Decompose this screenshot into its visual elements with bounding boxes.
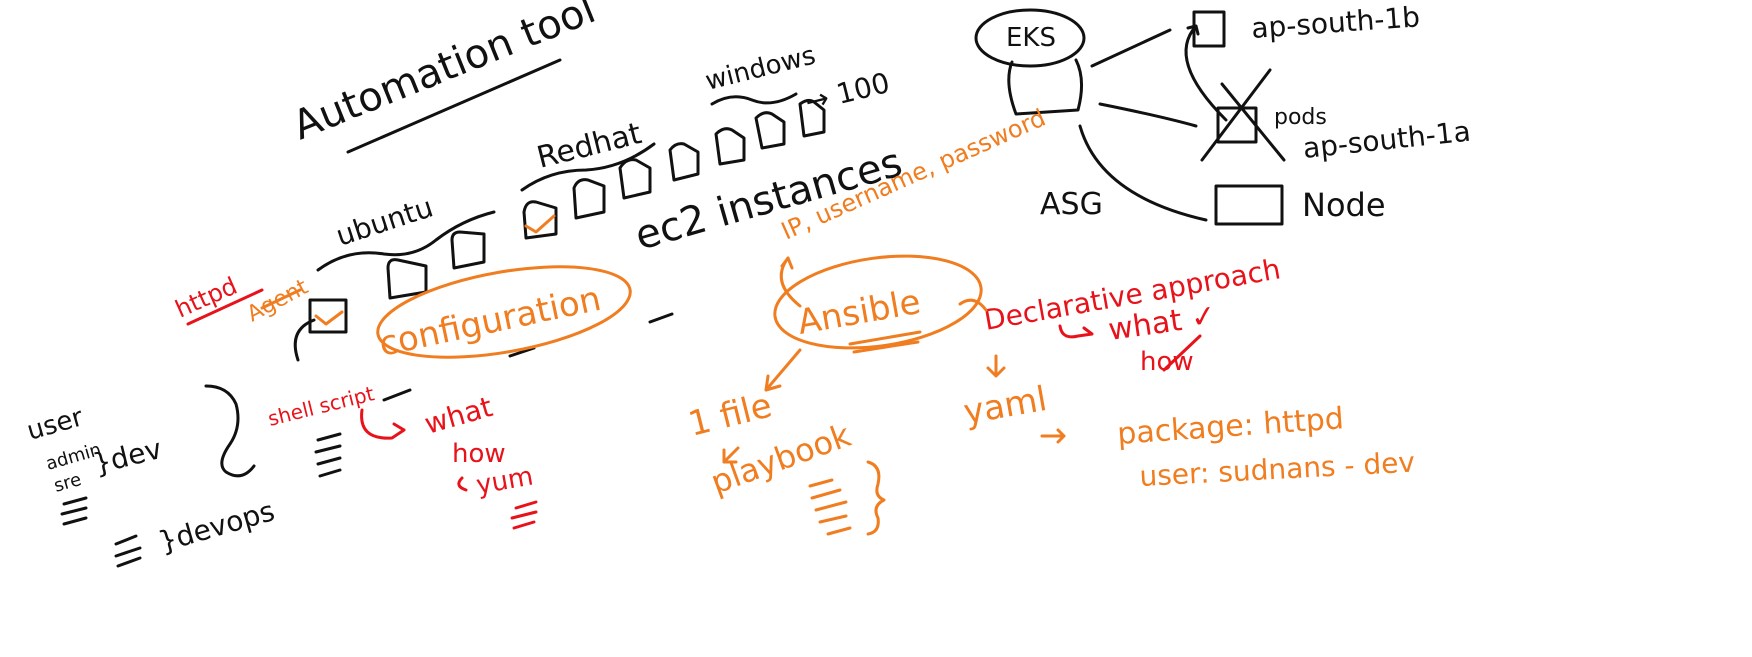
az-1b-label: ap-south-1b <box>1250 0 1421 45</box>
instance-icon <box>798 98 826 138</box>
automation-tool-heading: Automation tool <box>287 0 602 149</box>
team-brace <box>204 384 256 478</box>
link-to-az-1b <box>1090 28 1172 68</box>
shell-script-label: shell script <box>265 381 376 431</box>
yaml-arrow <box>1040 428 1066 444</box>
az-arrow <box>1184 24 1228 122</box>
redhat-brace <box>520 142 656 192</box>
server-connector <box>293 318 316 362</box>
windows-brace <box>710 92 798 106</box>
eks-control-plane <box>1007 58 1083 116</box>
pods-label: pods <box>1274 105 1327 130</box>
instance-icon <box>754 111 786 150</box>
node-box <box>1214 184 1284 226</box>
dev-label: }dev <box>90 432 165 481</box>
user-label: user <box>24 402 87 447</box>
instance-icon <box>618 158 652 200</box>
eks-circle <box>974 8 1086 68</box>
ansible-to-file-arrow <box>764 348 802 392</box>
configuration-oval <box>376 265 632 359</box>
node-label: Node <box>1302 186 1386 224</box>
ubuntu-label: ubuntu <box>332 190 437 252</box>
how-strike <box>1162 334 1202 372</box>
playbook-brace <box>866 460 886 536</box>
agent-strike <box>260 288 302 310</box>
redhat-label: Redhat <box>533 116 645 176</box>
what-label: what <box>421 390 496 441</box>
ec2-instance-icons <box>293 98 826 362</box>
configuration-label: configuration <box>376 279 605 365</box>
az-1a-label: ap-south-1a <box>1301 115 1472 165</box>
how-label: how <box>452 439 506 469</box>
instance-icon <box>668 142 700 182</box>
agent-check <box>314 310 344 326</box>
roles-lines <box>60 496 88 526</box>
instance-icon <box>572 178 606 220</box>
playbook-lines <box>808 478 852 536</box>
ubuntu-brace <box>316 210 496 272</box>
link-to-node <box>1078 124 1208 222</box>
declarative-arrow <box>1058 324 1094 339</box>
instance-icon <box>386 258 428 300</box>
devops-label: }devops <box>155 494 278 558</box>
yum-arrow <box>457 476 468 492</box>
yaml-label: yaml <box>961 379 1050 433</box>
ansible-to-declarative <box>958 298 988 312</box>
count-100: → 100 <box>802 66 893 119</box>
heading-underline <box>346 58 562 154</box>
httpd-underline <box>186 288 264 326</box>
scattered-dashes <box>314 312 674 478</box>
instance-icon <box>450 230 486 270</box>
yum-lines <box>510 500 538 530</box>
package-line: package: httpd <box>1116 401 1345 452</box>
user-line: user: sudnans - dev <box>1139 446 1416 493</box>
file-to-playbook-arrow <box>722 446 740 464</box>
eks-label: EKS <box>1006 23 1056 53</box>
pods-cross <box>1200 68 1286 162</box>
ansible-to-ip-arrow <box>779 256 802 308</box>
az-1b-box <box>1192 10 1226 48</box>
instance-icon <box>714 127 746 166</box>
sre-label: sre <box>52 469 84 497</box>
shell-to-what-arrow <box>360 408 406 440</box>
one-file-label: 1 file <box>685 386 776 445</box>
instance-check <box>524 214 556 234</box>
asg-label: ASG <box>1040 187 1103 222</box>
ansible-underline <box>848 330 922 354</box>
instance-icon <box>522 200 558 240</box>
devops-lines <box>114 534 142 568</box>
link-to-pods <box>1098 102 1198 128</box>
ansible-oval <box>773 254 983 350</box>
declarative-to-yaml-arrow <box>986 354 1006 378</box>
